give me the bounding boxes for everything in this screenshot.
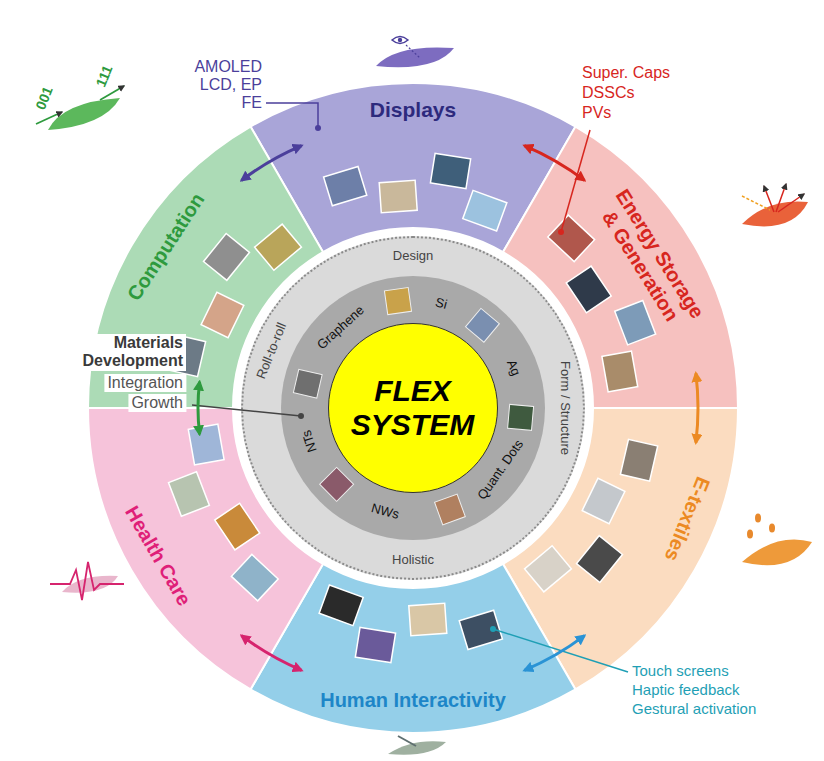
callout-text: Super. Caps bbox=[582, 64, 670, 82]
crystal-index: 111 bbox=[92, 63, 115, 89]
callout-text: PVs bbox=[582, 104, 611, 122]
sight-line bbox=[406, 45, 420, 58]
segment-title: Human Interactivity bbox=[320, 689, 506, 712]
double-arrow bbox=[524, 146, 584, 181]
callout-text: Integration bbox=[104, 374, 186, 392]
callout-text: Gestural activation bbox=[632, 700, 756, 717]
eye-pupil bbox=[398, 38, 402, 42]
crystal-arrow bbox=[100, 86, 124, 100]
health-leaf-icon bbox=[62, 576, 118, 593]
material-label: Si bbox=[433, 295, 448, 312]
callout-text: AMOLED bbox=[194, 58, 262, 76]
energy-leaf-icon bbox=[742, 201, 808, 226]
band-label: Form / Structure bbox=[558, 361, 573, 455]
icons bbox=[36, 37, 812, 755]
double-arrow bbox=[241, 636, 301, 671]
drop-icon bbox=[747, 530, 753, 539]
crystal-index: 001 bbox=[32, 84, 56, 112]
callout-text: FE bbox=[242, 94, 262, 112]
approach-band: DesignForm / StructureHolisticRoll-to-ro… bbox=[241, 236, 585, 580]
emission-arrow bbox=[778, 194, 804, 212]
computation-leaf-icon bbox=[48, 98, 120, 130]
drop-icon bbox=[755, 514, 761, 523]
stylus-icon bbox=[398, 736, 416, 746]
eye-icon bbox=[392, 37, 408, 44]
core-circle: FLEX SYSTEM bbox=[328, 323, 498, 493]
band-label: Design bbox=[393, 249, 433, 264]
callout-text: Materials Development bbox=[60, 334, 186, 371]
touch-leaf-icon bbox=[388, 741, 446, 755]
crystal-arrow bbox=[36, 112, 62, 124]
material-label: Ag bbox=[503, 357, 523, 377]
emission-arrow bbox=[776, 184, 786, 212]
heartbeat-line bbox=[50, 562, 124, 600]
callout-text: Growth bbox=[128, 394, 186, 412]
material-label: NTs bbox=[300, 428, 321, 454]
double-arrow bbox=[198, 382, 200, 434]
segment-title: Displays bbox=[370, 98, 456, 122]
callout-text: Touch screens bbox=[632, 662, 729, 679]
callout-text: Haptic feedback bbox=[632, 681, 740, 698]
display-leaf-icon bbox=[376, 47, 454, 67]
materials-disc: GrapheneSiAgQuant. DotsNWsNTsFLEX SYSTEM bbox=[281, 276, 545, 540]
core-title: FLEX SYSTEM bbox=[338, 373, 488, 442]
callout-text: LCD, EP bbox=[200, 76, 262, 94]
double-arrow bbox=[241, 146, 301, 181]
band-label: Holistic bbox=[392, 553, 434, 568]
double-arrow bbox=[696, 373, 698, 442]
drop-icon bbox=[769, 524, 775, 533]
material-label: NWs bbox=[370, 501, 401, 523]
callout-text: DSSCs bbox=[582, 84, 634, 102]
textile-leaf-icon bbox=[742, 540, 812, 566]
double-arrow bbox=[524, 636, 584, 671]
emission-arrow bbox=[764, 186, 774, 212]
light-ray bbox=[742, 196, 770, 210]
